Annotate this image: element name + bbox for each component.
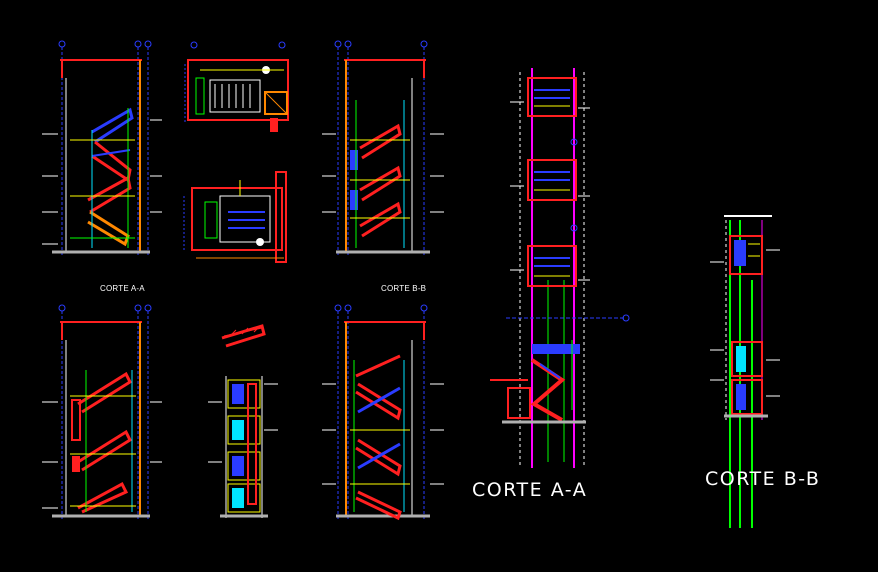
section-top-left: [42, 40, 162, 255]
plan-upper: [184, 41, 289, 132]
label-corte-bb-large: CORTE B-B: [705, 468, 821, 490]
section-bottom-right: [322, 304, 444, 521]
plan-lower: [183, 171, 287, 263]
label-corte-bb-small: CORTE B-B: [381, 284, 427, 293]
section-large-bb: [710, 215, 780, 528]
label-corte-aa-large: CORTE A-A: [472, 479, 588, 501]
section-top-right: [322, 40, 444, 255]
section-large-aa: [490, 68, 630, 468]
section-bottom-middle: [208, 324, 278, 518]
label-corte-aa-small: CORTE A-A: [100, 284, 145, 293]
section-bottom-left: [42, 304, 162, 520]
